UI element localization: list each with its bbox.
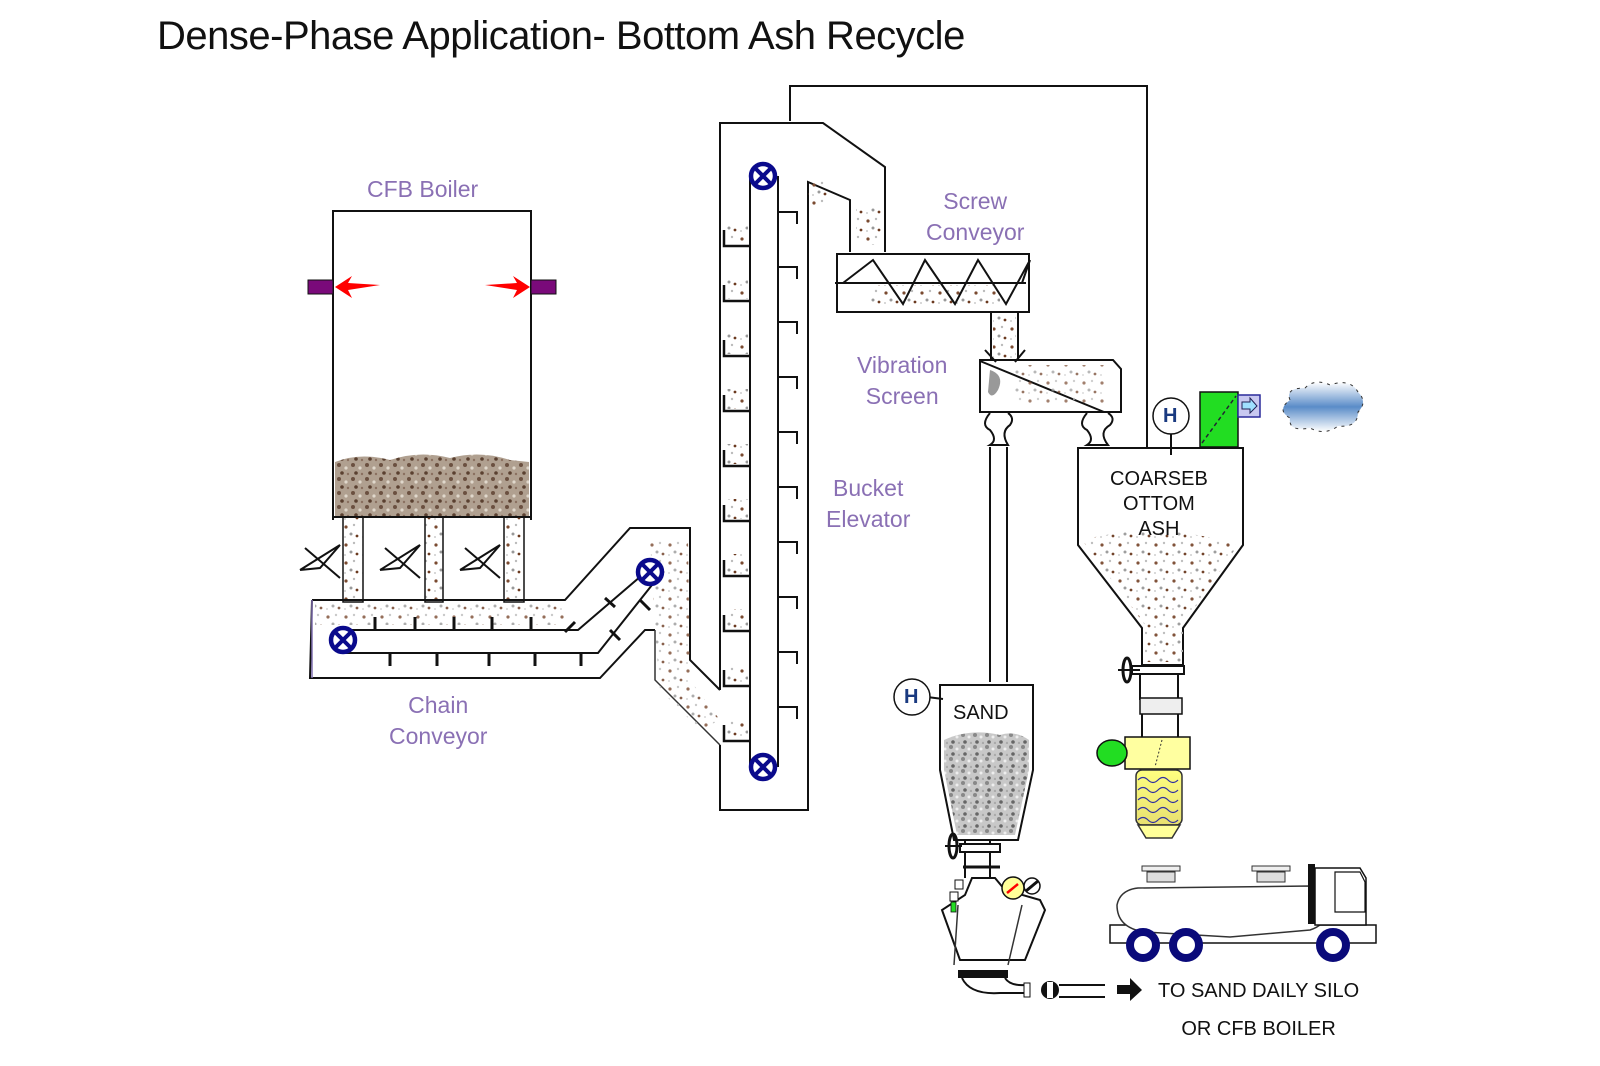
sprocket-icon <box>635 557 665 587</box>
bucket-elevator <box>719 85 1148 811</box>
burner-left <box>307 279 334 295</box>
label-line: OTTOM <box>1122 493 1195 515</box>
bucket <box>779 486 798 499</box>
vibration-screen <box>979 349 1122 682</box>
label-line: COARSEB <box>1110 468 1208 490</box>
tanker-truck <box>1109 864 1377 962</box>
label-coarse-bottom-ash: COARSEB OTTOM ASH <box>1110 467 1208 542</box>
page-title: Dense-Phase Application- Bottom Ash Recy… <box>157 14 965 58</box>
label-line: Bucket <box>833 475 904 501</box>
bucket <box>779 541 798 554</box>
flap-valve-icon <box>299 544 501 579</box>
bucket <box>722 725 749 743</box>
label-vibration-screen: Vibration Screen <box>857 350 947 412</box>
bucket-ash <box>726 554 748 574</box>
bucket <box>779 266 798 279</box>
chain-conveyor <box>308 527 721 746</box>
truck-wheel-icon <box>1126 928 1160 962</box>
label-bucket-elevator: Bucket Elevator <box>826 473 910 535</box>
bucket-ash <box>726 444 748 464</box>
sand-hopper <box>893 678 1142 1001</box>
handwheel-valve-icon <box>1118 656 1140 684</box>
label-line: ASH <box>1138 518 1180 540</box>
bucket <box>779 211 798 224</box>
bucket <box>779 596 798 609</box>
label-chain-conveyor: Chain Conveyor <box>389 690 487 752</box>
bed-ash <box>335 454 529 516</box>
sprocket-icon <box>748 752 778 782</box>
label-line: Conveyor <box>926 219 1025 245</box>
bucket <box>722 395 749 413</box>
atmosphere-cloud-icon <box>1282 381 1364 432</box>
flame-right-icon <box>485 276 530 298</box>
flame-left-icon <box>335 276 380 298</box>
bucket-ash <box>726 609 748 629</box>
bucket-ash <box>726 279 748 299</box>
bucket <box>722 670 749 688</box>
truck-wheel-icon <box>1316 928 1350 962</box>
bucket-ash <box>726 664 748 684</box>
label-screw-conveyor: Screw Conveyor <box>926 186 1024 248</box>
bucket-ash <box>726 334 748 354</box>
bucket <box>779 321 798 334</box>
label-line: Conveyor <box>389 723 488 749</box>
level-indicator-sand-hopper: H <box>904 686 919 708</box>
handwheel-valve-icon <box>945 832 962 860</box>
truck-wheel-icon <box>1169 928 1203 962</box>
bucket <box>779 431 798 444</box>
burner-right <box>530 279 557 295</box>
bucket-ash <box>726 389 748 409</box>
bucket <box>722 285 749 303</box>
label-line: OR CFB BOILER <box>1181 1018 1336 1040</box>
level-indicator-ash-silo: H <box>1163 405 1178 427</box>
cfb-boiler <box>299 210 557 603</box>
label-line: Screen <box>865 383 939 409</box>
bucket-ash <box>726 719 748 739</box>
bucket-ash <box>726 224 748 244</box>
screw-conveyor <box>835 253 1031 360</box>
label-line: Vibration <box>857 352 948 378</box>
label-line: TO SAND DAILY SILO <box>1158 980 1360 1002</box>
bucket-ash <box>726 499 748 519</box>
sprocket-icon <box>748 161 778 191</box>
label-line: Chain <box>408 692 469 718</box>
bucket <box>722 230 749 248</box>
bucket <box>722 505 749 523</box>
label-line: Elevator <box>826 506 911 532</box>
flow-arrow-icon <box>1117 978 1142 1001</box>
bucket <box>779 706 798 719</box>
label-cfb-boiler: CFB Boiler <box>367 176 479 202</box>
bucket <box>779 651 798 664</box>
label-sand: SAND <box>953 702 1009 724</box>
label-line: Screw <box>943 188 1008 214</box>
coarse-bottom-ash-silo <box>1077 381 1364 839</box>
bucket <box>722 340 749 358</box>
bucket <box>779 376 798 389</box>
bucket <box>722 450 749 468</box>
bucket <box>722 560 749 578</box>
label-destination: TO SAND DAILY SILO OR CFB BOILER <box>1158 972 1359 1048</box>
sprocket-icon <box>328 625 358 655</box>
bucket <box>722 615 749 633</box>
